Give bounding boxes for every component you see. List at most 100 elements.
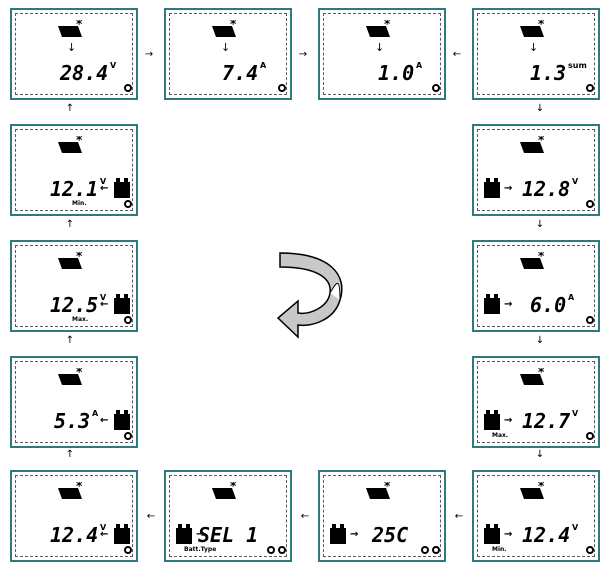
solar-panel-icon: * <box>520 136 545 153</box>
arrow-down-icon: ↓ <box>221 41 231 54</box>
flow-arrow-icon: ↓ <box>535 335 545 346</box>
svg-text:*: * <box>230 20 237 31</box>
display-value: 25C <box>372 523 409 547</box>
arrow-right-icon: → <box>504 183 513 194</box>
display-screen: * 25C → <box>318 470 446 562</box>
setting-gear-icon <box>586 432 594 440</box>
display-unit: V <box>572 177 579 186</box>
arrow-right-icon: → <box>504 299 513 310</box>
setting-gear-icon <box>432 84 440 92</box>
display-unit: V <box>100 523 107 532</box>
display-value: SEL 1 <box>198 523 259 547</box>
display-value: 12.1 <box>50 177 99 201</box>
setting-gear-icon <box>124 432 132 440</box>
display-value: 5.3 <box>54 409 91 433</box>
display-value: 7.4 <box>222 61 259 85</box>
battery-icon <box>112 176 132 198</box>
setting-gear-icon <box>278 84 286 92</box>
display-unit: V <box>572 523 579 532</box>
flow-arrow-icon: ↑ <box>65 335 75 346</box>
display-unit: V <box>100 177 107 186</box>
battery-icon <box>328 522 348 544</box>
flow-arrow-icon: ↓ <box>535 219 545 230</box>
arrow-right-icon: → <box>196 529 205 540</box>
display-value: 28.4 <box>60 61 109 85</box>
svg-text:*: * <box>538 20 545 31</box>
display-sublabel: Min. <box>72 200 87 207</box>
display-unit: A <box>92 409 99 418</box>
flow-arrow-icon: ↓ <box>535 449 545 460</box>
flow-arrow-icon: ↑ <box>65 449 75 460</box>
solar-panel-icon: * <box>520 482 545 499</box>
curved-cycle-arrow-icon <box>276 252 343 339</box>
setting-gear-icon <box>586 546 594 554</box>
arrow-left-icon: ← <box>100 529 109 540</box>
solar-panel-icon: * <box>58 20 83 37</box>
flow-arrow-icon: ↑ <box>65 219 75 230</box>
setting-gear-icon <box>267 546 275 554</box>
display-value: 12.7 <box>522 409 571 433</box>
solar-panel-icon: * <box>58 368 83 385</box>
battery-icon <box>482 408 502 430</box>
display-value: 12.4 <box>522 523 571 547</box>
solar-panel-icon: * <box>212 20 237 37</box>
arrow-right-icon: → <box>504 415 513 426</box>
display-unit: V <box>100 293 107 302</box>
display-sublabel: Batt.Type <box>184 546 217 553</box>
display-value: 12.5 <box>50 293 99 317</box>
display-unit: A <box>416 61 423 70</box>
svg-text:*: * <box>538 482 545 493</box>
svg-text:*: * <box>538 368 545 379</box>
display-unit: sum <box>568 61 587 70</box>
setting-gear-icon <box>124 546 132 554</box>
arrow-left-icon: ← <box>100 183 109 194</box>
arrow-down-icon: ↓ <box>529 41 539 54</box>
setting-gear-icon <box>124 84 132 92</box>
svg-text:*: * <box>230 482 237 493</box>
solar-panel-icon: * <box>520 368 545 385</box>
setting-gear-icon <box>278 546 286 554</box>
flow-arrow-icon: ↓ <box>535 103 545 114</box>
arrow-left-icon: ← <box>100 299 109 310</box>
solar-panel-icon: * <box>58 252 83 269</box>
display-unit: A <box>260 61 267 70</box>
solar-panel-icon: * <box>366 20 391 37</box>
solar-panel-icon: * <box>212 482 237 499</box>
arrow-left-icon: ← <box>100 415 109 426</box>
svg-text:*: * <box>76 20 83 31</box>
setting-gear-icon <box>586 84 594 92</box>
arrow-right-icon: → <box>350 529 359 540</box>
battery-icon <box>112 408 132 430</box>
setting-gear-icon <box>586 316 594 324</box>
setting-gear-icon <box>124 200 132 208</box>
svg-text:*: * <box>384 20 391 31</box>
flow-arrow-icon: ← <box>146 511 156 522</box>
display-sublabel: Max. <box>72 316 89 323</box>
flow-arrow-icon: ↑ <box>65 103 75 114</box>
battery-icon <box>112 292 132 314</box>
flow-arrow-icon: → <box>298 49 308 60</box>
svg-text:*: * <box>384 482 391 493</box>
display-sublabel: Min. <box>492 546 507 553</box>
flow-arrow-icon: ← <box>454 511 464 522</box>
solar-panel-icon: * <box>520 252 545 269</box>
arrow-right-icon: → <box>504 529 513 540</box>
solar-panel-icon: * <box>366 482 391 499</box>
display-sublabel: Max. <box>492 432 509 439</box>
battery-icon <box>174 522 194 544</box>
svg-text:*: * <box>538 136 545 147</box>
setting-gear-icon <box>124 316 132 324</box>
solar-panel-icon: * <box>58 482 83 499</box>
